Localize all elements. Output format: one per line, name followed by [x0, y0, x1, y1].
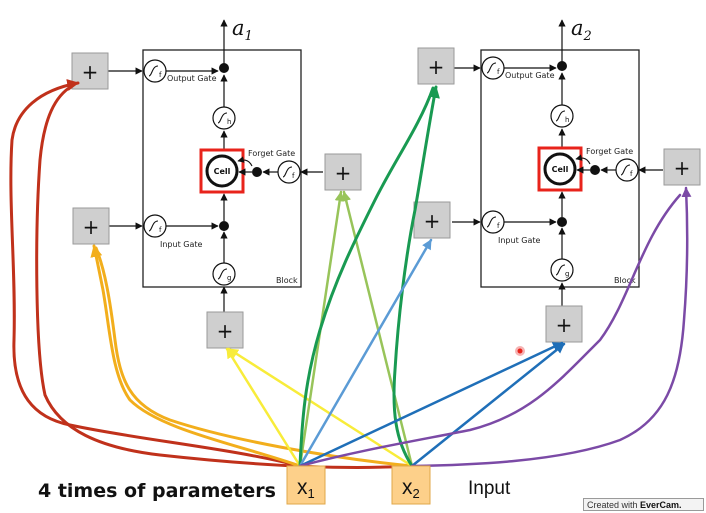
input-multiply-node: [219, 221, 229, 231]
orange-line-x1: [90, 244, 302, 468]
blue-line-x1: [298, 341, 564, 468]
cursor-dot: [517, 348, 523, 354]
lstm-block-1: Block a1 f Output Gate h Cell: [108, 16, 323, 312]
forget-gate-sigmoid-icon: [615, 158, 639, 182]
input-gate-label: Input Gate: [498, 236, 540, 245]
svg-text:f: f: [630, 170, 633, 178]
svg-text:x1: x1: [297, 476, 315, 501]
red-line-x1: [9, 79, 302, 468]
output-label-a2: a2: [571, 16, 592, 44]
input-multiply-node: [557, 217, 567, 227]
output-gate-sigmoid-icon: [481, 56, 505, 80]
svg-text:+: +: [424, 209, 441, 233]
cell-node: [205, 154, 239, 188]
adder-cell-input-2: +: [545, 305, 583, 343]
red-line-x2: [35, 84, 414, 469]
orange-line-x2: [94, 246, 414, 468]
svg-text:f: f: [159, 226, 162, 234]
lightblue-line-x1: [298, 238, 433, 468]
block-label: Block: [614, 276, 636, 285]
adder-forget-gate-2: +: [663, 148, 701, 186]
green-line-x1: [298, 86, 435, 468]
yellow-line-x2: [227, 347, 414, 468]
svg-text:+: +: [217, 319, 234, 343]
svg-text:f: f: [159, 71, 162, 79]
cell-node: [543, 152, 577, 186]
g-activation-icon: [550, 258, 574, 282]
forget-multiply-node: [252, 167, 262, 177]
input-x2: x2: [391, 465, 431, 505]
purple-line-x2: [410, 186, 692, 468]
input-gate-sigmoid-icon: [143, 214, 167, 238]
svg-text:+: +: [428, 55, 445, 79]
adder-input-gate-2: +: [413, 201, 451, 239]
svg-text:g: g: [227, 274, 231, 282]
output-gate-sigmoid-icon: [143, 59, 167, 83]
adder-boxes: + + + + + + +: [71, 47, 701, 349]
forget-multiply-node: [590, 165, 600, 175]
adder-output-gate-2: +: [417, 47, 455, 85]
cell-label: Cell: [552, 165, 569, 174]
svg-text:+: +: [83, 215, 100, 239]
h-activation-icon: [550, 104, 574, 128]
output-multiply-node: [219, 63, 229, 73]
output-gate-label: Output Gate: [505, 71, 555, 80]
svg-text:h: h: [565, 116, 569, 124]
input-gate-label: Input Gate: [160, 240, 202, 249]
svg-text:f: f: [497, 222, 500, 230]
svg-text:h: h: [227, 118, 231, 126]
green-line-x2: [392, 85, 440, 468]
forget-gate-label: Forget Gate: [586, 147, 633, 156]
svg-text:f: f: [497, 68, 500, 76]
purple-line-x1: [298, 193, 682, 468]
output-gate-label: Output Gate: [167, 74, 217, 83]
svg-text:+: +: [82, 60, 99, 84]
caption-text: 4 times of parameters: [38, 480, 276, 502]
svg-text:+: +: [674, 156, 691, 180]
svg-text:x2: x2: [402, 476, 420, 501]
block-label: Block: [276, 276, 298, 285]
yellow-line-x1: [225, 347, 302, 468]
output-label-a1: a1: [232, 16, 253, 44]
h-activation-icon: [212, 106, 236, 130]
blue-line-x2: [410, 342, 566, 468]
g-activation-icon: [212, 262, 236, 286]
adder-input-gate-1: +: [72, 207, 110, 245]
input-x1: x1: [286, 465, 326, 505]
svg-text:f: f: [292, 172, 295, 180]
adder-forget-gate-1: +: [324, 153, 362, 191]
output-multiply-node: [557, 61, 567, 71]
input-gate-sigmoid-icon: [481, 210, 505, 234]
svg-text:+: +: [556, 313, 573, 337]
adder-cell-input-1: +: [206, 311, 244, 349]
forget-gate-label: Forget Gate: [248, 149, 295, 158]
forget-gate-sigmoid-icon: [277, 160, 301, 184]
cell-label: Cell: [214, 167, 231, 176]
input-boxes: x1 x2: [286, 465, 431, 505]
colored-connections: [9, 79, 692, 469]
svg-text:g: g: [565, 270, 569, 278]
svg-text:+: +: [335, 161, 352, 185]
evercam-watermark: Created with EverCam.: [583, 498, 704, 511]
input-label: Input: [468, 478, 511, 499]
lstm-block-2: Block a2 f Output Gate h Cell f Forget G…: [452, 16, 663, 306]
